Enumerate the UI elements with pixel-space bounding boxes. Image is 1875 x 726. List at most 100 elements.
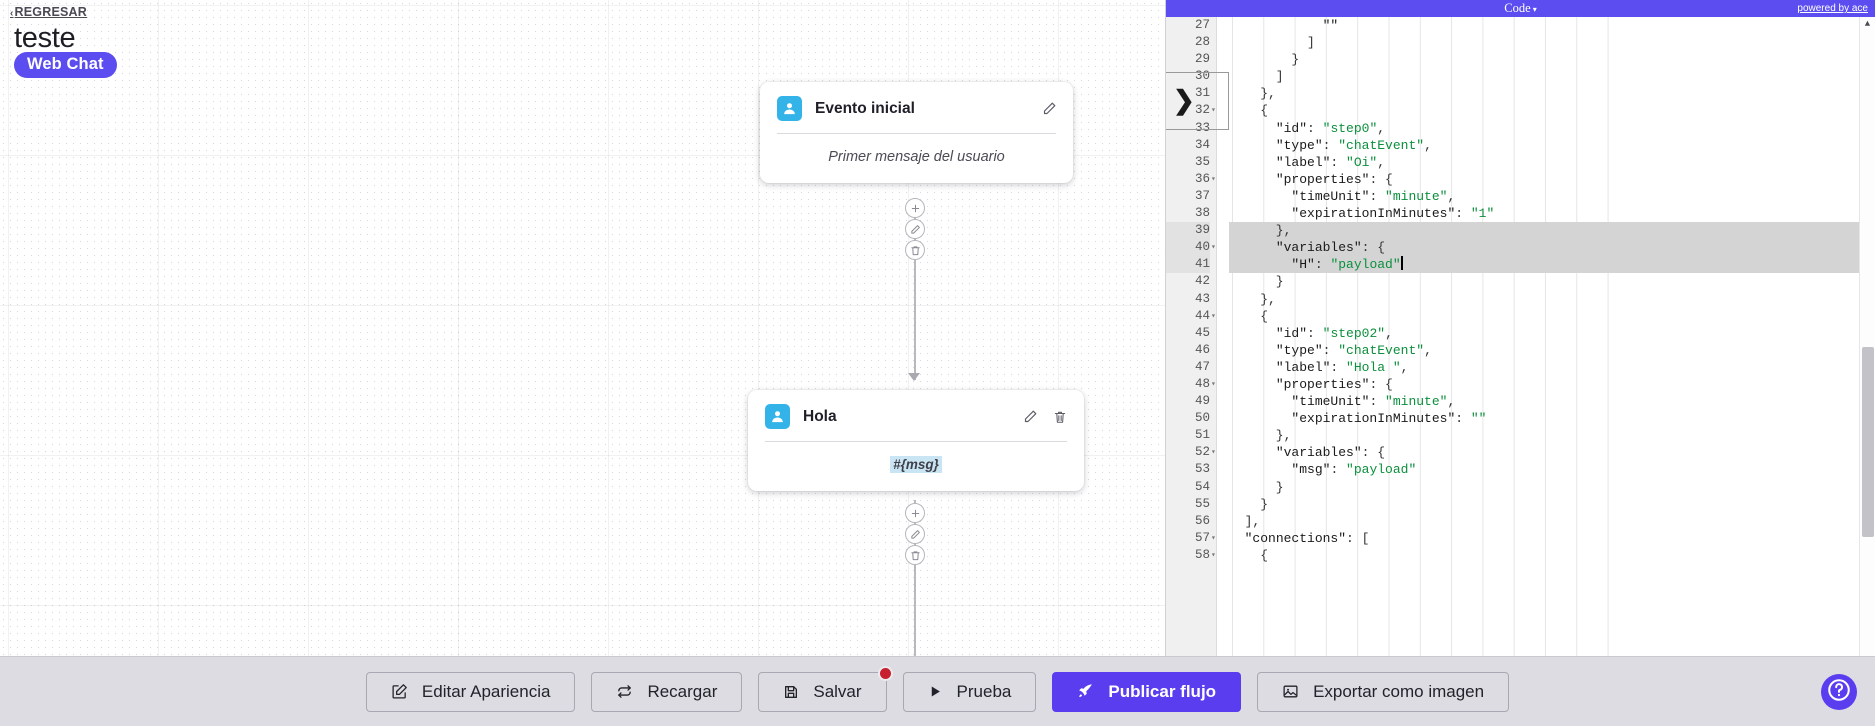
powered-by-ace-link[interactable]: powered by ace: [1797, 3, 1868, 14]
trash-icon[interactable]: [905, 240, 925, 260]
flow-canvas[interactable]: ‹REGRESAR teste Web Chat Evento inicial: [0, 0, 1165, 656]
node-divider: [777, 133, 1056, 134]
code-line[interactable]: 57▾ "connections": [: [1166, 530, 1875, 547]
code-line[interactable]: 46 "type": "chatEvent",: [1166, 342, 1875, 359]
code-line[interactable]: 40▾ "variables": {: [1166, 239, 1875, 257]
code-text: "id": "step02",: [1275, 325, 1393, 341]
export-image-button[interactable]: Exportar como imagen: [1257, 671, 1510, 712]
fold-toggle-icon[interactable]: ▾: [1211, 533, 1216, 543]
code-line[interactable]: 53 "msg": "payload": [1166, 461, 1875, 478]
chevron-right-icon[interactable]: ❯: [1173, 85, 1195, 115]
save-button[interactable]: Salvar: [758, 665, 893, 712]
node-action-stack-1: [905, 198, 925, 261]
button-label: Exportar como imagen: [1313, 681, 1485, 701]
fold-toggle-icon[interactable]: ▾: [1211, 311, 1216, 321]
code-editor-header: Code▾ powered by ace: [1166, 0, 1875, 17]
line-number: 30: [1194, 69, 1210, 84]
line-number: 41: [1166, 256, 1210, 274]
back-link[interactable]: ‹REGRESAR: [10, 5, 87, 19]
code-text: "timeUnit": "minute",: [1291, 188, 1456, 204]
edit-icon[interactable]: [1022, 409, 1038, 425]
code-line[interactable]: 39 },: [1166, 222, 1875, 240]
line-number: 35: [1194, 154, 1210, 169]
code-line[interactable]: 37 "timeUnit": "minute",: [1166, 188, 1875, 205]
line-number: 29: [1194, 52, 1210, 67]
code-text: }: [1229, 274, 1284, 290]
edit-appearance-button[interactable]: Editar Apariencia: [365, 671, 576, 712]
code-line[interactable]: 58▾ {: [1166, 547, 1875, 564]
edit-icon[interactable]: [1041, 101, 1057, 117]
fold-toggle-icon[interactable]: ▾: [1211, 379, 1216, 389]
code-line[interactable]: 47 "label": "Hola ",: [1166, 359, 1875, 376]
line-number: 53: [1194, 462, 1210, 477]
code-editor-panel[interactable]: Code▾ powered by ace 27 ""28 ]29 }30 ]31…: [1165, 0, 1875, 656]
line-number: 52: [1194, 445, 1210, 460]
code-line[interactable]: 31 },: [1166, 85, 1875, 102]
code-line[interactable]: 28 ]: [1166, 34, 1875, 51]
unsaved-changes-badge: [877, 665, 893, 681]
code-line[interactable]: 29 }: [1166, 51, 1875, 68]
publish-flow-button[interactable]: Publicar flujo: [1052, 671, 1242, 712]
code-line[interactable]: 38 "expirationInMinutes": "1": [1166, 205, 1875, 222]
code-editor-title[interactable]: Code▾: [1166, 1, 1875, 16]
node-header: Evento inicial: [760, 82, 1073, 133]
bottom-toolbar: Editar Apariencia Recargar Salvar: [0, 656, 1875, 726]
code-line[interactable]: 55 }: [1166, 496, 1875, 513]
line-number: 46: [1194, 342, 1210, 357]
code-line[interactable]: 56 ],: [1166, 513, 1875, 530]
code-line[interactable]: 34 "type": "chatEvent",: [1166, 137, 1875, 154]
user-icon: [765, 404, 790, 429]
test-button[interactable]: Prueba: [902, 671, 1037, 712]
edit-square-icon: [391, 683, 408, 700]
trash-icon[interactable]: [1052, 409, 1068, 425]
scroll-up-arrow-icon[interactable]: ▲: [1864, 19, 1871, 30]
fold-toggle-icon[interactable]: ▾: [1211, 106, 1216, 116]
user-icon: [777, 96, 802, 121]
code-line[interactable]: 50 "expirationInMinutes": "": [1166, 410, 1875, 427]
flow-node-evento-inicial[interactable]: Evento inicial Primer mensaje del usuari…: [760, 82, 1073, 183]
code-line[interactable]: 36▾ "properties": {: [1166, 171, 1875, 188]
node-actions: [1022, 409, 1068, 425]
code-line[interactable]: 35 "label": "Oi",: [1166, 154, 1875, 171]
node-divider: [765, 441, 1067, 442]
code-line[interactable]: 27 "": [1166, 17, 1875, 34]
editor-vertical-scrollbar[interactable]: ▲: [1859, 17, 1875, 656]
fold-toggle-icon[interactable]: ▾: [1211, 448, 1216, 458]
page-title: teste: [14, 22, 76, 54]
line-number: 38: [1194, 206, 1210, 221]
code-line[interactable]: 48▾ "properties": {: [1166, 376, 1875, 393]
code-line[interactable]: 42 }: [1166, 273, 1875, 290]
code-line[interactable]: 49 "timeUnit": "minute",: [1166, 393, 1875, 410]
reload-button[interactable]: Recargar: [591, 671, 743, 712]
fold-toggle-icon[interactable]: ▾: [1211, 550, 1216, 560]
code-line[interactable]: 45 "id": "step02",: [1166, 325, 1875, 342]
help-button[interactable]: [1821, 674, 1857, 710]
line-number: 31: [1194, 86, 1210, 101]
code-text: {: [1229, 103, 1269, 119]
code-line[interactable]: 44▾ {: [1166, 308, 1875, 325]
fold-toggle-icon[interactable]: ▾: [1211, 243, 1216, 253]
node-header: Hola: [748, 390, 1084, 441]
code-line[interactable]: 33 "id": "step0",: [1166, 120, 1875, 137]
line-number: 43: [1194, 291, 1210, 306]
scrollbar-thumb[interactable]: [1862, 347, 1874, 537]
add-icon[interactable]: [905, 503, 925, 523]
code-area[interactable]: 27 ""28 ]29 }30 ]31 },32▾ {33 "id": "ste…: [1166, 17, 1875, 656]
line-number: 40: [1166, 239, 1210, 257]
trash-icon[interactable]: [905, 545, 925, 565]
code-line[interactable]: 43 },: [1166, 291, 1875, 308]
edit-icon[interactable]: [905, 219, 925, 239]
code-line[interactable]: 30 ]: [1166, 68, 1875, 85]
node-title: Evento inicial: [815, 99, 915, 117]
fold-toggle-icon[interactable]: ▾: [1211, 174, 1216, 184]
add-icon[interactable]: [905, 198, 925, 218]
code-line[interactable]: 54 }: [1166, 479, 1875, 496]
code-line[interactable]: 32▾ {: [1166, 102, 1875, 119]
code-line[interactable]: 52▾ "variables": {: [1166, 444, 1875, 461]
code-line[interactable]: 41 "H": "payload": [1166, 256, 1875, 274]
code-line[interactable]: 51 },: [1166, 427, 1875, 444]
chevron-down-icon[interactable]: ▾: [1532, 5, 1537, 14]
edit-icon[interactable]: [905, 524, 925, 544]
code-lines[interactable]: 27 ""28 ]29 }30 ]31 },32▾ {33 "id": "ste…: [1166, 17, 1875, 564]
flow-node-hola[interactable]: Hola #{msg}: [748, 390, 1084, 491]
